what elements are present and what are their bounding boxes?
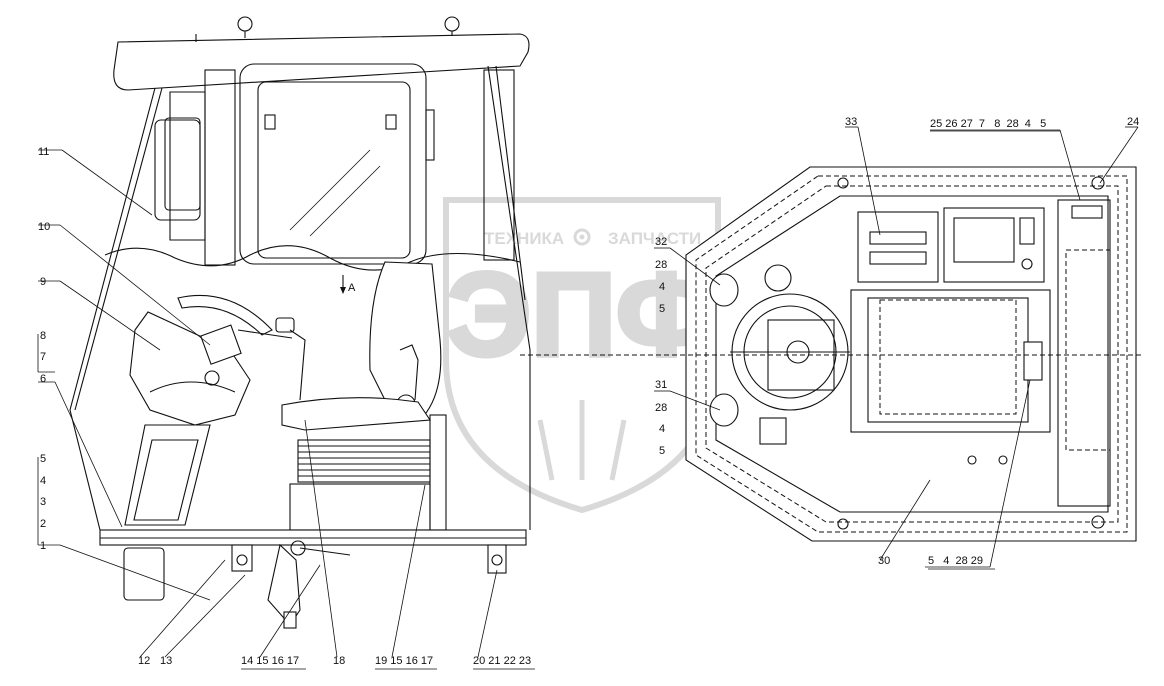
callout-4: 4: [40, 475, 46, 487]
callout-2: 2: [40, 518, 46, 530]
callout-13: 13: [160, 655, 172, 667]
callout-4b: 4: [659, 423, 665, 435]
callout-7: 7: [40, 351, 46, 363]
callout-5b: 5: [659, 445, 665, 457]
callout-12: 12: [138, 655, 150, 667]
callout-1: 1: [40, 540, 46, 552]
callout-10: 10: [38, 221, 50, 233]
callout-20-23: 20 21 22 23: [473, 655, 531, 667]
callout-31: 31: [655, 379, 667, 391]
gear-icon: [573, 228, 591, 246]
callout-5: 5: [40, 453, 46, 465]
leader-lines: [37, 126, 1139, 658]
callout-5a: 5: [659, 303, 665, 315]
callout-19-17: 19 15 16 17: [375, 655, 433, 667]
callouts: 11 10 9 8 7 6 5 4 3 2 1 12 13 14 15 16 1…: [38, 116, 1139, 667]
watermark-big-text: ЭПФ: [447, 249, 716, 381]
callout-11: 11: [38, 146, 49, 158]
callout-30: 30: [878, 555, 890, 567]
callout-6: 6: [40, 373, 46, 385]
callout-top-group: 25 26 27 7 8 28 4 5: [930, 118, 1046, 130]
watermark-top-left: ТЕХНИКА: [484, 229, 564, 248]
callout-bottom-group: 5 4 28 29: [928, 555, 983, 567]
callout-4a: 4: [659, 281, 665, 293]
callout-28b: 28: [655, 402, 667, 414]
callout-14-17: 14 15 16 17: [241, 655, 299, 667]
watermark-top-right: ЗАПЧАСТИ: [608, 229, 701, 248]
cab-floor-plan: [680, 166, 1142, 542]
callout-3: 3: [40, 496, 46, 508]
watermark: ТЕХНИКА ЗАПЧАСТИ ЭПФ: [443, 197, 721, 514]
group-brackets: [241, 130, 1060, 670]
callout-28a: 28: [655, 259, 667, 271]
callout-9: 9: [40, 276, 46, 288]
callout-33: 33: [845, 116, 857, 128]
callout-8: 8: [40, 330, 46, 342]
wheat-icon: [537, 400, 627, 481]
callout-32: 32: [655, 236, 667, 248]
view-marker: A: [348, 282, 356, 294]
callout-24: 24: [1127, 116, 1139, 128]
cab-side-view: A: [69, 16, 680, 629]
callout-18: 18: [333, 655, 345, 667]
